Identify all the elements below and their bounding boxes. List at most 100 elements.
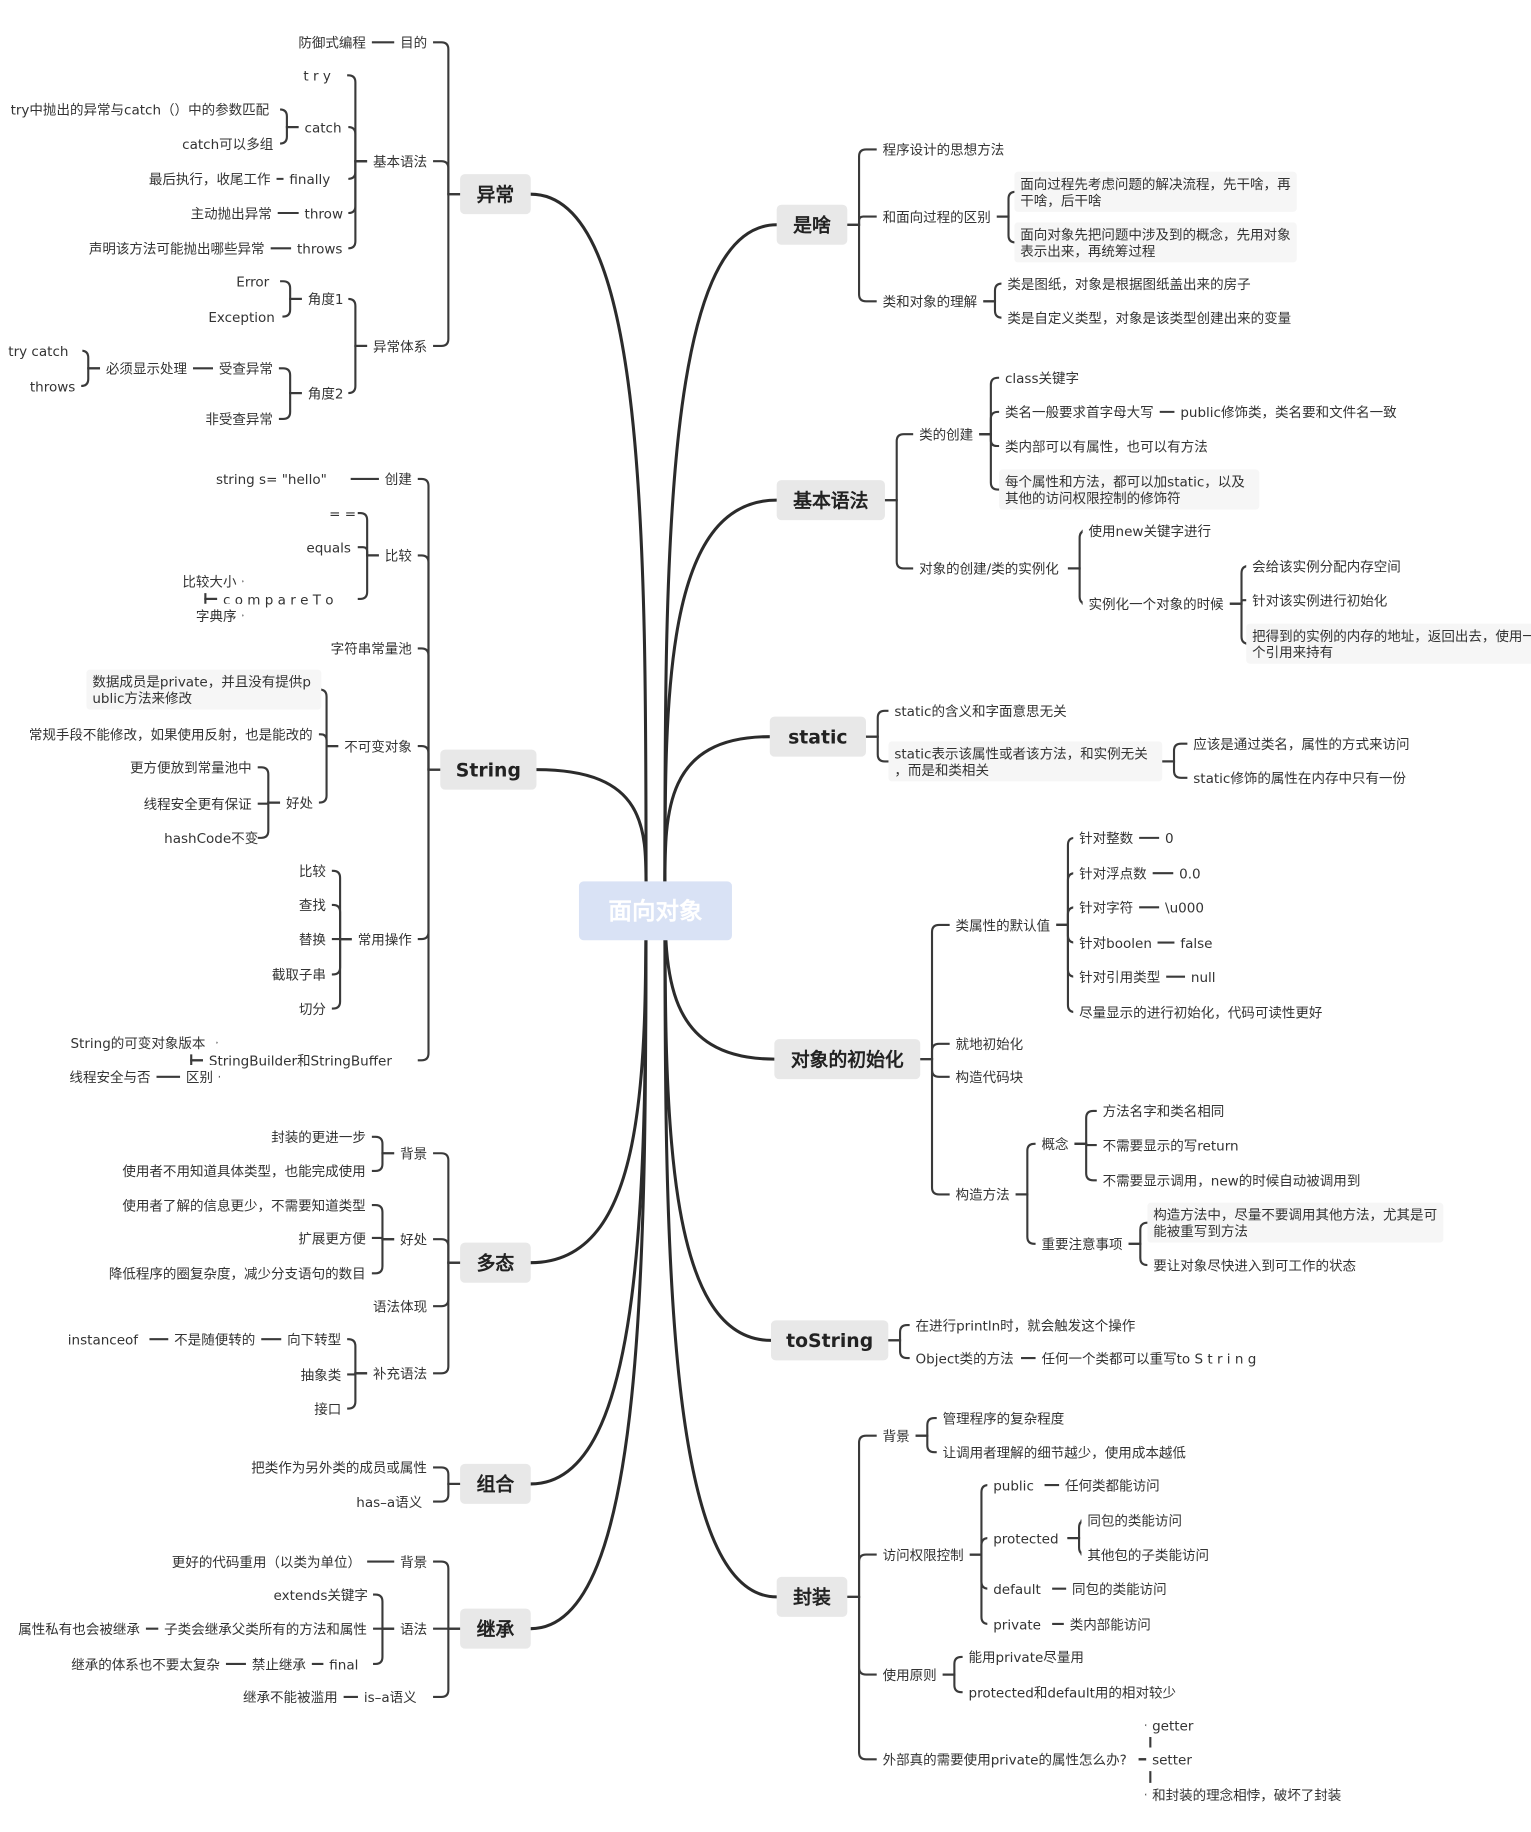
topic-node[interactable]: has–a语义	[350, 1489, 434, 1514]
topic-node[interactable]: String的可变对象版本	[64, 1030, 217, 1055]
topic-node[interactable]: 创建	[378, 467, 418, 491]
topic-node[interactable]: 查找	[293, 893, 332, 917]
topic-node[interactable]: 使用者不用知道具体类型，也能完成使用	[116, 1159, 372, 1183]
topic-node[interactable]: t r y	[297, 63, 348, 88]
topic-node[interactable]: 防御式编程	[292, 30, 372, 55]
topic-node[interactable]: 程序设计的思想方法	[876, 137, 1011, 162]
topic-node[interactable]: 尽量显示的进行初始化，代码可读性更好	[1073, 1000, 1329, 1024]
topic-node[interactable]: getter	[1146, 1713, 1204, 1737]
branch-duotai[interactable]: 多态	[460, 1242, 531, 1283]
topic-node[interactable]: 类内部可以有属性，也可以有方法	[999, 434, 1214, 458]
topic-node[interactable]: 语法	[394, 1616, 434, 1641]
topic-node[interactable]: 要让对象尽快进入到可工作的状态	[1147, 1253, 1363, 1277]
topic-node[interactable]: 让调用者理解的细节越少，使用成本越低	[936, 1440, 1193, 1464]
topic-node[interactable]: 类内部能访问	[1063, 1612, 1157, 1636]
topic-node[interactable]: string s= "hello"	[210, 467, 351, 491]
topic-node[interactable]: 构造代码块	[949, 1064, 1030, 1089]
topic-node[interactable]: 类的创建	[913, 422, 980, 447]
topic-node[interactable]: public	[987, 1473, 1045, 1497]
topic-node[interactable]: 语法体现	[367, 1294, 434, 1319]
topic-node[interactable]: 非受查异常	[199, 407, 279, 431]
topic-node[interactable]: 不需要显示的写return	[1096, 1133, 1249, 1157]
topic-node[interactable]: 在进行println时，就会触发这个操作	[909, 1313, 1151, 1337]
topic-node[interactable]: 线程安全与否	[63, 1064, 157, 1089]
topic-node[interactable]: 构造方法	[949, 1182, 1016, 1207]
branch-static[interactable]: static	[769, 716, 866, 757]
topic-node[interactable]: 继承的体系也不要太复杂	[65, 1652, 226, 1676]
topic-node[interactable]: 把类作为另外类的成员或属性	[245, 1455, 434, 1480]
topic-node[interactable]: 面向过程先考虑问题的解决流程，先干啥，再干啥，后干啥	[1014, 171, 1297, 212]
topic-node[interactable]: 背景	[876, 1423, 916, 1448]
topic-node[interactable]: hashCode不变	[158, 826, 258, 850]
topic-node[interactable]: \u000	[1159, 895, 1209, 920]
topic-node[interactable]: 类和对象的理解	[876, 289, 984, 314]
topic-node[interactable]: 好处	[280, 790, 319, 815]
topic-node[interactable]: 使用原则	[876, 1662, 943, 1687]
topic-node[interactable]: extends关键字	[267, 1582, 374, 1607]
topic-node[interactable]: 管理程序的复杂程度	[936, 1406, 1071, 1430]
topic-node[interactable]: 面向对象先把问题中涉及到的概念，先用对象表示出来，再统筹过程	[1014, 222, 1297, 263]
topic-node[interactable]: 必须显示处理	[100, 356, 193, 381]
topic-node[interactable]: throws	[23, 374, 82, 398]
topic-node[interactable]: 切分	[293, 996, 332, 1021]
topic-node[interactable]: 基本语法	[367, 149, 434, 173]
topic-node[interactable]: finally	[283, 167, 349, 191]
topic-node[interactable]: static表示该属性或者该方法，和实例无关，而是和类相关	[888, 741, 1163, 782]
topic-node[interactable]: 每个属性和方法，都可以加static，以及其他的访问权限控制的修饰符	[999, 469, 1260, 510]
topic-node[interactable]: throw	[298, 201, 349, 225]
topic-node[interactable]: public修饰类，类名要和文件名一致	[1174, 400, 1408, 424]
topic-node[interactable]: Error	[230, 269, 281, 294]
topic-node[interactable]: 比较	[293, 859, 332, 883]
topic-node[interactable]: 0.0	[1173, 861, 1208, 885]
topic-node[interactable]: 针对浮点数	[1073, 861, 1153, 885]
topic-node[interactable]: 针对boolen	[1073, 930, 1158, 955]
topic-node[interactable]: 降低程序的圈复杂度，减少分支语句的数目	[102, 1261, 372, 1286]
topic-node[interactable]: 常用操作	[351, 927, 418, 951]
topic-node[interactable]: 针对字符	[1073, 895, 1140, 920]
topic-node[interactable]: StringBuilder和StringBuffer	[202, 1048, 418, 1073]
topic-node[interactable]: 构造方法中，尽量不要调用其他方法，尤其是可能被重写到方法	[1147, 1202, 1444, 1243]
topic-node[interactable]: try中抛出的异常与catch（）中的参数匹配	[4, 97, 281, 122]
topic-node[interactable]: 把得到的实例的内存的地址，返回出去，使用一个引用来持有	[1246, 623, 1531, 664]
topic-node[interactable]: 其他包的子类能访问	[1081, 1542, 1216, 1567]
topic-node[interactable]: 不是随便转的	[168, 1327, 262, 1351]
topic-node[interactable]: 背景	[394, 1549, 434, 1574]
topic-node[interactable]: Exception	[202, 304, 283, 329]
topic-node[interactable]: 外部真的需要使用private的属性怎么办?	[876, 1747, 1139, 1772]
branch-yichang[interactable]: 异常	[460, 174, 531, 215]
topic-node[interactable]: 替换	[293, 927, 332, 951]
topic-node[interactable]: 封装的更进一步	[265, 1125, 372, 1149]
topic-node[interactable]: 访问权限控制	[876, 1542, 970, 1567]
topic-node[interactable]: default	[987, 1576, 1053, 1601]
topic-node[interactable]: 背景	[394, 1141, 434, 1166]
topic-node[interactable]: 就地初始化	[949, 1032, 1030, 1056]
topic-node[interactable]: class关键字	[999, 365, 1090, 390]
topic-node[interactable]: static的含义和字面意思无关	[888, 699, 1082, 723]
branch-fengzhuang[interactable]: 封装	[776, 1576, 848, 1617]
topic-node[interactable]: try catch	[2, 338, 83, 363]
topic-node[interactable]: 比较大小	[176, 569, 243, 594]
topic-node[interactable]: protected	[987, 1526, 1068, 1550]
topic-node[interactable]: 任何类都能访问	[1059, 1473, 1166, 1497]
topic-node[interactable]: 使用者了解的信息更少，不需要知道类型	[116, 1193, 372, 1217]
topic-node[interactable]: 扩展更方便	[292, 1226, 372, 1250]
topic-node[interactable]: 和封装的理念相悖，破坏了封装	[1146, 1782, 1348, 1807]
root-topic[interactable]: 面向对象	[578, 881, 732, 941]
topic-node[interactable]: instanceof	[61, 1327, 150, 1351]
topic-node[interactable]: 重要注意事项	[1035, 1232, 1129, 1256]
branch-jiben[interactable]: 基本语法	[776, 480, 885, 521]
topic-node[interactable]: catch	[298, 115, 349, 139]
topic-node[interactable]: 能用private尽量用	[962, 1645, 1096, 1669]
topic-node[interactable]: 类是自定义类型，对象是该类型创建出来的变量	[1001, 305, 1298, 330]
branch-string[interactable]: String	[440, 749, 537, 790]
topic-node[interactable]: 字符串常量池	[324, 636, 418, 661]
topic-node[interactable]: 任何一个类都可以重写to S t r i n g	[1035, 1346, 1289, 1370]
topic-node[interactable]: 禁止继承	[245, 1652, 312, 1676]
topic-node[interactable]: 常规手段不能修改，如果使用反射，也是能改的	[22, 722, 319, 747]
topic-node[interactable]: 实例化一个对象的时候	[1082, 591, 1230, 616]
topic-node[interactable]: Object类的方法	[909, 1346, 1022, 1370]
topic-node[interactable]: is–a语义	[357, 1685, 434, 1709]
topic-node[interactable]: 使用new关键字进行	[1082, 518, 1212, 543]
topic-node[interactable]: 比较	[378, 543, 418, 568]
